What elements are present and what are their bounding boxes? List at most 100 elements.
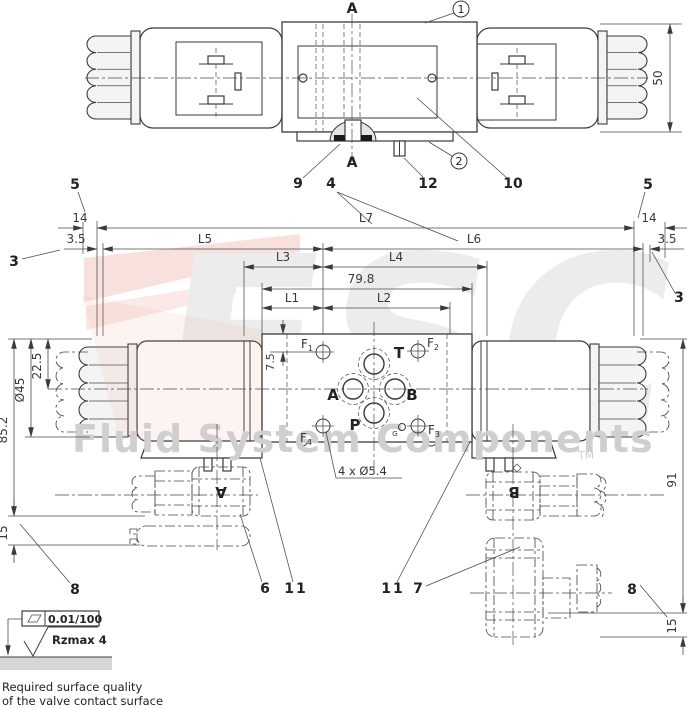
dim-50: 50: [651, 70, 665, 85]
left-terminal-pin-bottom: [207, 95, 225, 105]
f4-label: F4: [300, 431, 312, 447]
valve-body-top-face: [297, 45, 438, 119]
coil-a-second-position-phantom: [136, 525, 251, 547]
left-nut-flange-top: [130, 30, 141, 125]
balloon-2: 2: [456, 155, 463, 168]
left-knurled-nut: [78, 346, 129, 438]
item-3-left: 3: [9, 254, 19, 270]
surface-caption-line2: of the valve contact surface: [2, 694, 163, 708]
dim-L5: L5: [198, 232, 212, 246]
dim-85.2: 85.2: [0, 417, 10, 444]
item-4: 4: [326, 176, 336, 192]
dim-79.8: 79.8: [348, 272, 375, 286]
right-terminal-pin-mid: [491, 72, 499, 91]
dim-L2: L2: [377, 291, 391, 305]
dim-15-right: 15: [665, 618, 679, 633]
left-terminal-pin-mid: [234, 72, 242, 91]
brand-watermark-text: Fluid System Components: [72, 417, 654, 461]
item-3-right: 3: [674, 290, 684, 306]
item-labels-bottom: 8 6 11 11 7 8: [19, 441, 668, 618]
port-b: [379, 373, 411, 405]
port-p: [358, 397, 390, 429]
dim-L1: L1: [285, 291, 299, 305]
right-terminal-pin-bottom: [508, 95, 526, 105]
coil-b-phantom: [485, 471, 541, 521]
dim-L3: L3: [276, 250, 290, 264]
roughness-value: Rzmax 4: [52, 633, 107, 647]
flatness-tolerance-value: 0.01/100: [48, 613, 102, 626]
right-nut-flange-top: [597, 30, 608, 125]
seal-hatch-right: [361, 135, 372, 141]
port-a: [337, 373, 369, 405]
phantom-coils: A B: [55, 424, 664, 648]
boss-slot: [344, 119, 362, 142]
dim-L4: L4: [389, 250, 403, 264]
balloon-2-circle: [450, 152, 468, 170]
roughness-symbol-icon: [23, 626, 49, 658]
item-5-left: 5: [70, 177, 80, 193]
brand-watermark: Fluid System Components TM: [72, 296, 654, 462]
top-view: 50 1 2 A A 5 9 4 12 10 5: [70, 0, 682, 242]
left-nut-phantom: [55, 351, 88, 433]
coil-b-second-position-phantom: [485, 537, 544, 638]
dim-91: 91: [665, 472, 679, 487]
valve-body-top: [281, 21, 478, 133]
dim-L6: L6: [467, 232, 481, 246]
coil-a-letter: A: [215, 483, 227, 501]
coil-a-pin-1: [203, 457, 213, 472]
coil-a-pin-2: [222, 457, 232, 472]
item-8-right: 8: [627, 582, 637, 598]
right-nut-phantom: [637, 351, 670, 433]
left-knurled-nut-top: [86, 35, 132, 120]
lower-connector-phantom: [542, 577, 571, 619]
dim-14-right: 14: [641, 211, 656, 225]
dim-dia45: Ø45: [13, 378, 27, 403]
port-p-label: P: [350, 416, 361, 434]
item-10: 10: [503, 176, 523, 192]
item-9: 9: [293, 176, 303, 192]
gauge-port-g: [398, 423, 406, 431]
left-terminal-pin-top: [207, 55, 225, 65]
lower-nut-phantom: [576, 564, 598, 613]
surface-quality-note: 0.01/100 Rzmax 4 Required surface qualit…: [0, 610, 163, 708]
left-connector-face: [175, 41, 263, 116]
port-t-label: T: [394, 344, 405, 362]
front-view-details: T A B P F1 F2 F3 F4 G 7.5 4 x Ø5.4: [48, 320, 648, 479]
balloon-1: 1: [458, 3, 465, 16]
dim-14-left: 14: [72, 211, 87, 225]
f2-label: F2: [427, 336, 439, 352]
item-12: 12: [418, 176, 437, 192]
flatness-symbol-icon: [27, 614, 42, 623]
coil-b-nut-phantom: [576, 473, 602, 517]
section-label-top: A: [347, 1, 358, 17]
dim-L7: L7: [359, 211, 373, 225]
contact-surface-bar: [0, 657, 112, 670]
section-label-bottom: A: [347, 155, 358, 171]
trademark-mark: TM: [577, 449, 594, 462]
port-b-label: B: [406, 386, 417, 404]
side-dimensions: Ø45 22.5 85.2 15 91 15: [0, 338, 687, 655]
item-5-right: 5: [643, 177, 653, 193]
dim-15-left: 15: [0, 525, 10, 540]
balloon-1-circle: [452, 0, 470, 18]
bolt-holes-note: 4 x Ø5.4: [338, 464, 387, 478]
item-11-left: 11: [284, 581, 307, 597]
length-dimension-chains: 14 L7 14 3.5 L5 L6 3.5 3 3 L3 L4 79.8 L1…: [9, 211, 687, 336]
item-7: 7: [413, 581, 423, 597]
g-port-label: G: [392, 430, 397, 438]
dim-3.5-left: 3.5: [66, 232, 85, 246]
item-8-left: 8: [70, 582, 80, 598]
right-knurled-nut-top: [606, 35, 648, 120]
seal-hatch-left: [334, 135, 345, 141]
f3-label: F3: [428, 423, 440, 439]
dim-3.5-right: 3.5: [657, 232, 676, 246]
dim-7.5: 7.5: [264, 353, 277, 371]
port-a-label: A: [327, 386, 339, 404]
item-6: 6: [260, 581, 270, 597]
item-11-right: 11: [381, 581, 404, 597]
dim-22.5: 22.5: [30, 353, 44, 380]
coil-a-nut-phantom: [131, 475, 156, 513]
port-t: [358, 348, 390, 380]
